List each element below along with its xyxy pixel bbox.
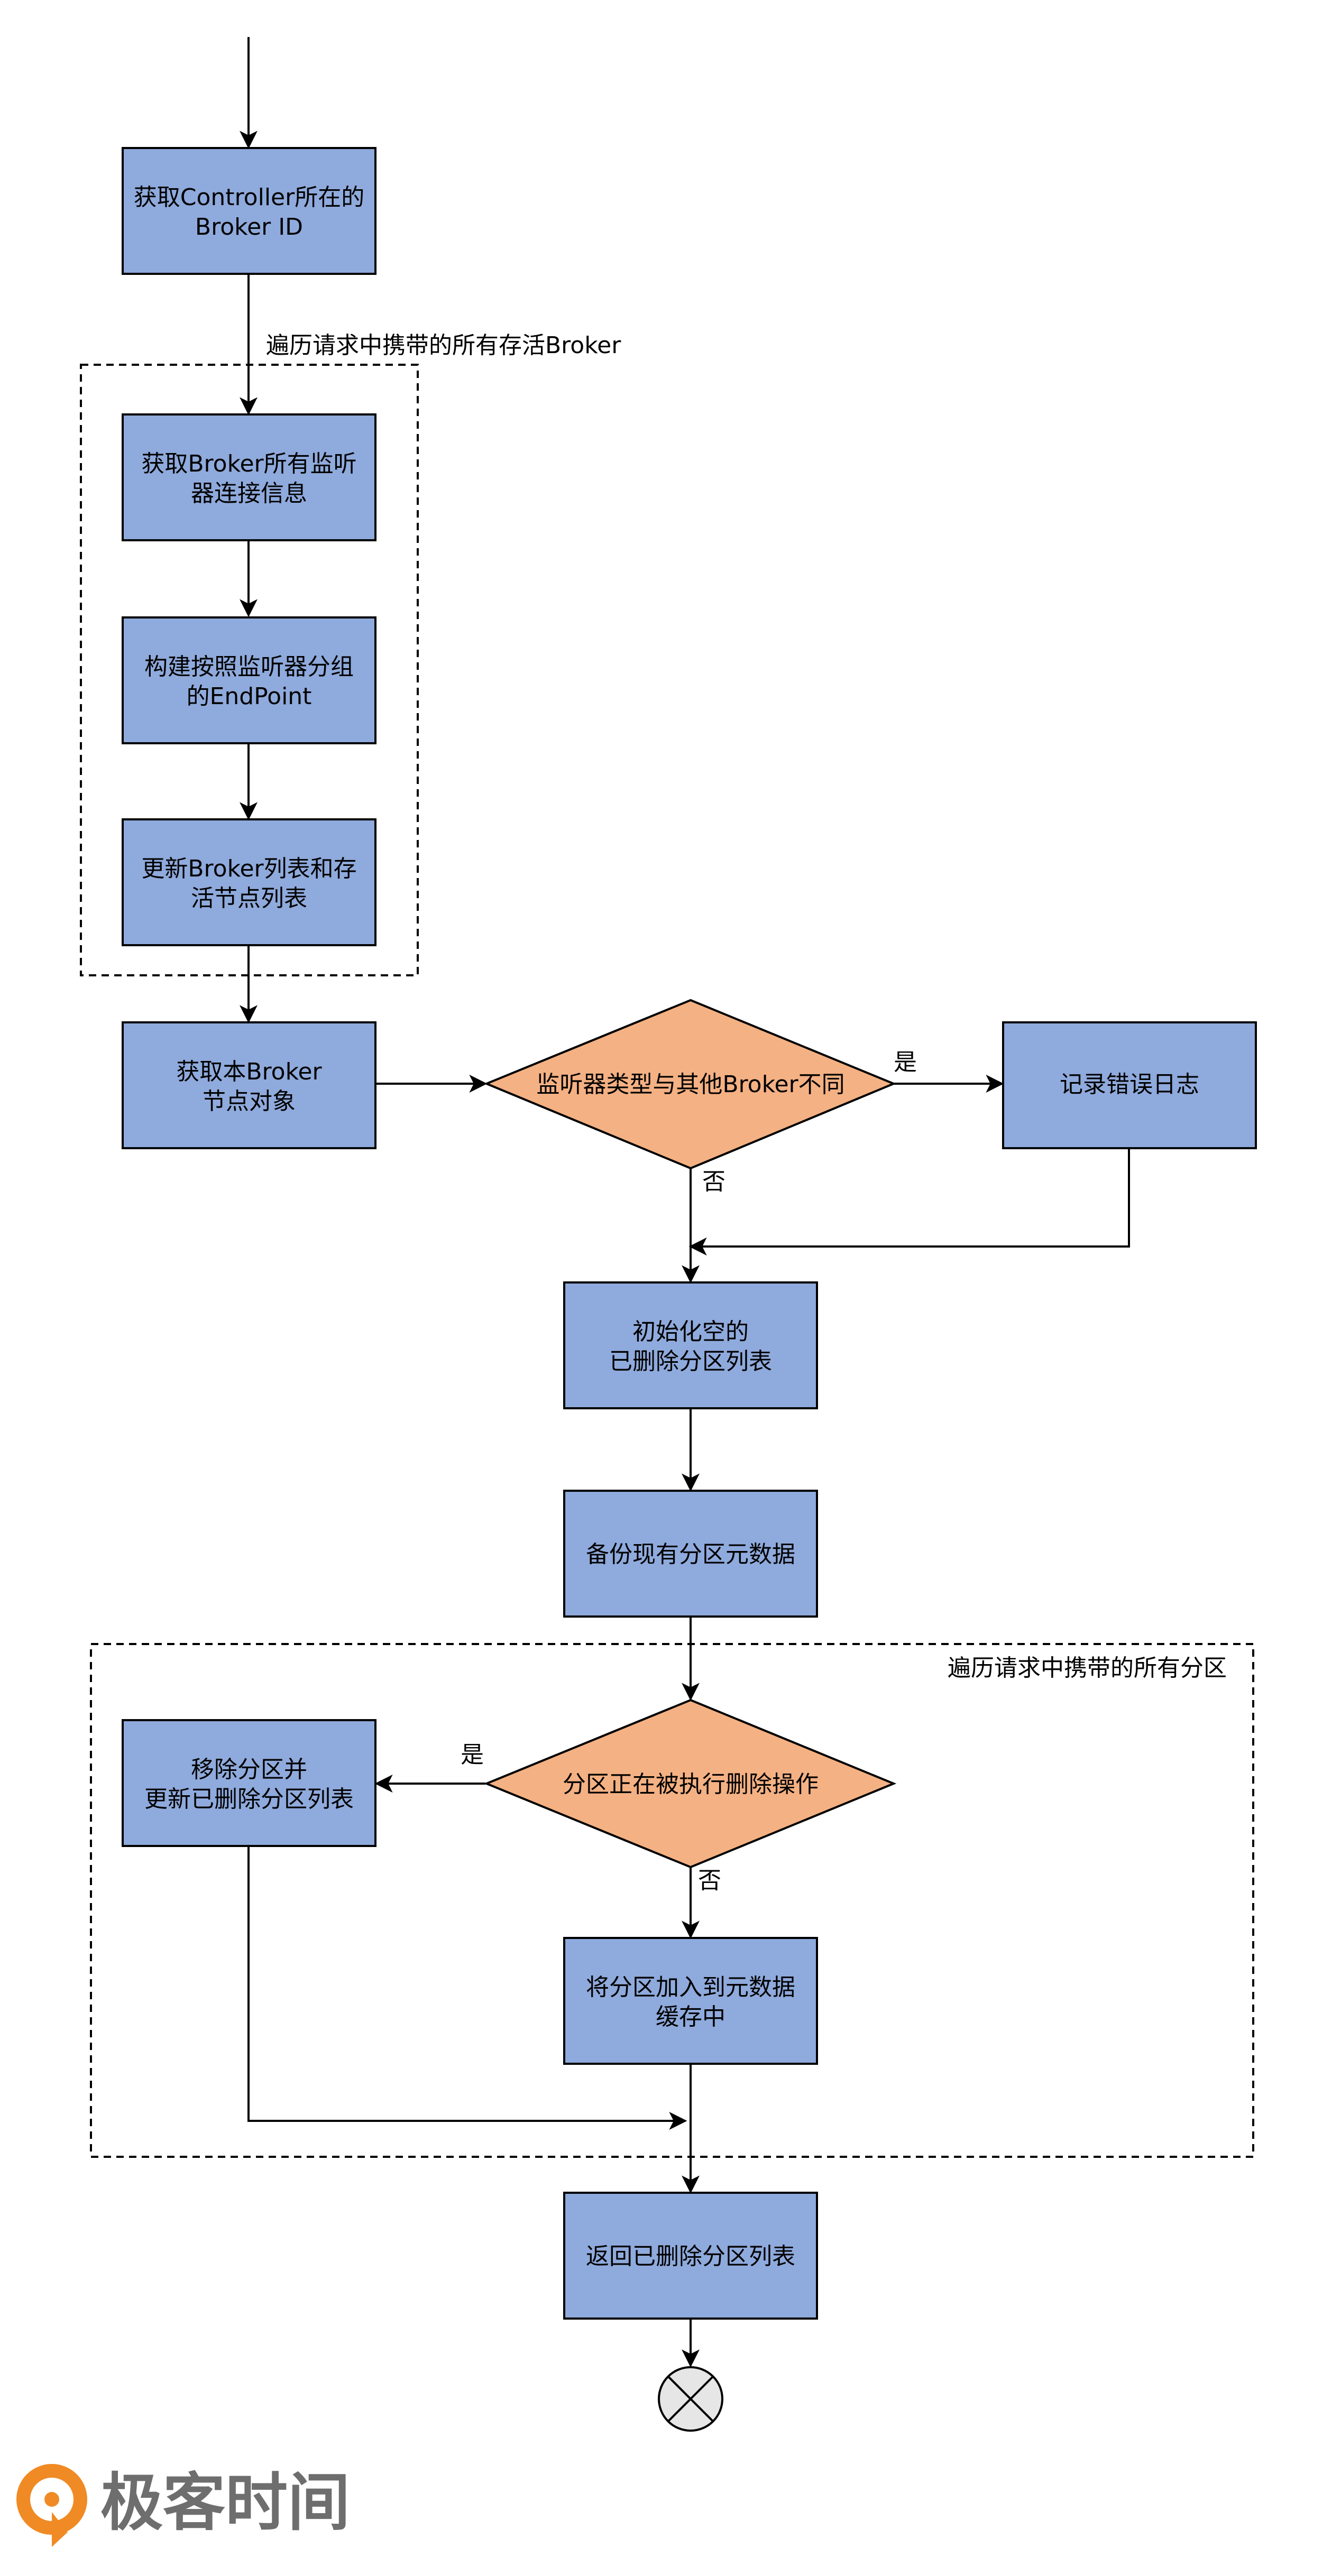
edge-log-return [688,1148,1130,1255]
edges [240,37,1130,2368]
get-local-broker-box [122,1021,376,1149]
end-cross-circle-icon [658,2366,723,2432]
get-local-broker-text-2: 节点对象 [203,1088,296,1115]
init-deleted-text-1: 初始化空的 [632,1318,749,1345]
get-controller-text-1: 获取Controller所在的 [134,184,364,211]
get-controller-box [122,147,376,275]
update-lists-text-1: 更新Broker列表和存 [141,855,356,882]
update-lists-box [122,818,376,946]
listener-diff-diamond [483,999,897,1170]
init-deleted-text-2: 已删除分区列表 [609,1348,772,1375]
listener-no-label: 否 [702,1168,725,1195]
build-endpoint-text-1: 构建按照监听器分组 [144,653,354,680]
get-listeners-text-1: 获取Broker所有监听 [141,450,356,477]
update-lists-text-2: 活节点列表 [191,885,307,912]
partitions-loop-label: 遍历请求中携带的所有分区 [948,1655,1227,1682]
node-texts: 获取Controller所在的 Broker ID 获取Broker所有监听 器… [134,184,1199,2270]
backup-meta-text: 备份现有分区元数据 [586,1541,795,1568]
deleting-yes-label: 是 [461,1741,484,1768]
get-local-broker-text-1: 获取本Broker [176,1058,322,1085]
add-to-cache-text-2: 缓存中 [656,2003,725,2030]
deleting-check-text: 分区正在被执行删除操作 [563,1771,819,1798]
deleting-no-label: 否 [698,1867,721,1894]
process-nodes [122,147,1257,2320]
geekbang-logo: 极客时间 [16,2464,350,2547]
log-error-text: 记录错误日志 [1060,1071,1199,1098]
add-to-cache-box [563,1937,818,2065]
init-deleted-box [563,1281,818,1409]
listener-diff-text: 监听器类型与其他Broker不同 [536,1071,844,1098]
get-listeners-box [122,413,376,541]
brokers-loop-label: 遍历请求中携带的所有存活Broker [266,332,621,359]
remove-partition-box [122,1719,376,1847]
get-listeners-text-2: 器连接信息 [191,480,307,507]
listener-yes-label: 是 [894,1049,917,1076]
build-endpoint-text-2: 的EndPoint [187,683,312,710]
edge-remove-merge [247,1846,687,2130]
return-deleted-text: 返回已删除分区列表 [586,2243,795,2270]
geekbang-logo-icon [16,2464,87,2547]
return-deleted-box [563,2192,818,2320]
remove-partition-text-1: 移除分区并 [191,1756,307,1783]
add-to-cache-text-1: 将分区加入到元数据 [586,1974,795,2001]
decision-nodes [483,999,897,1869]
logo-text: 极客时间 [100,2466,350,2539]
remove-partition-text-2: 更新已删除分区列表 [144,1786,354,1813]
deleting-check-diamond [483,1698,897,1869]
backup-meta-box [563,1490,818,1618]
build-endpoint-box [122,616,376,744]
log-error-box [1002,1021,1257,1149]
get-controller-text-2: Broker ID [195,214,303,241]
